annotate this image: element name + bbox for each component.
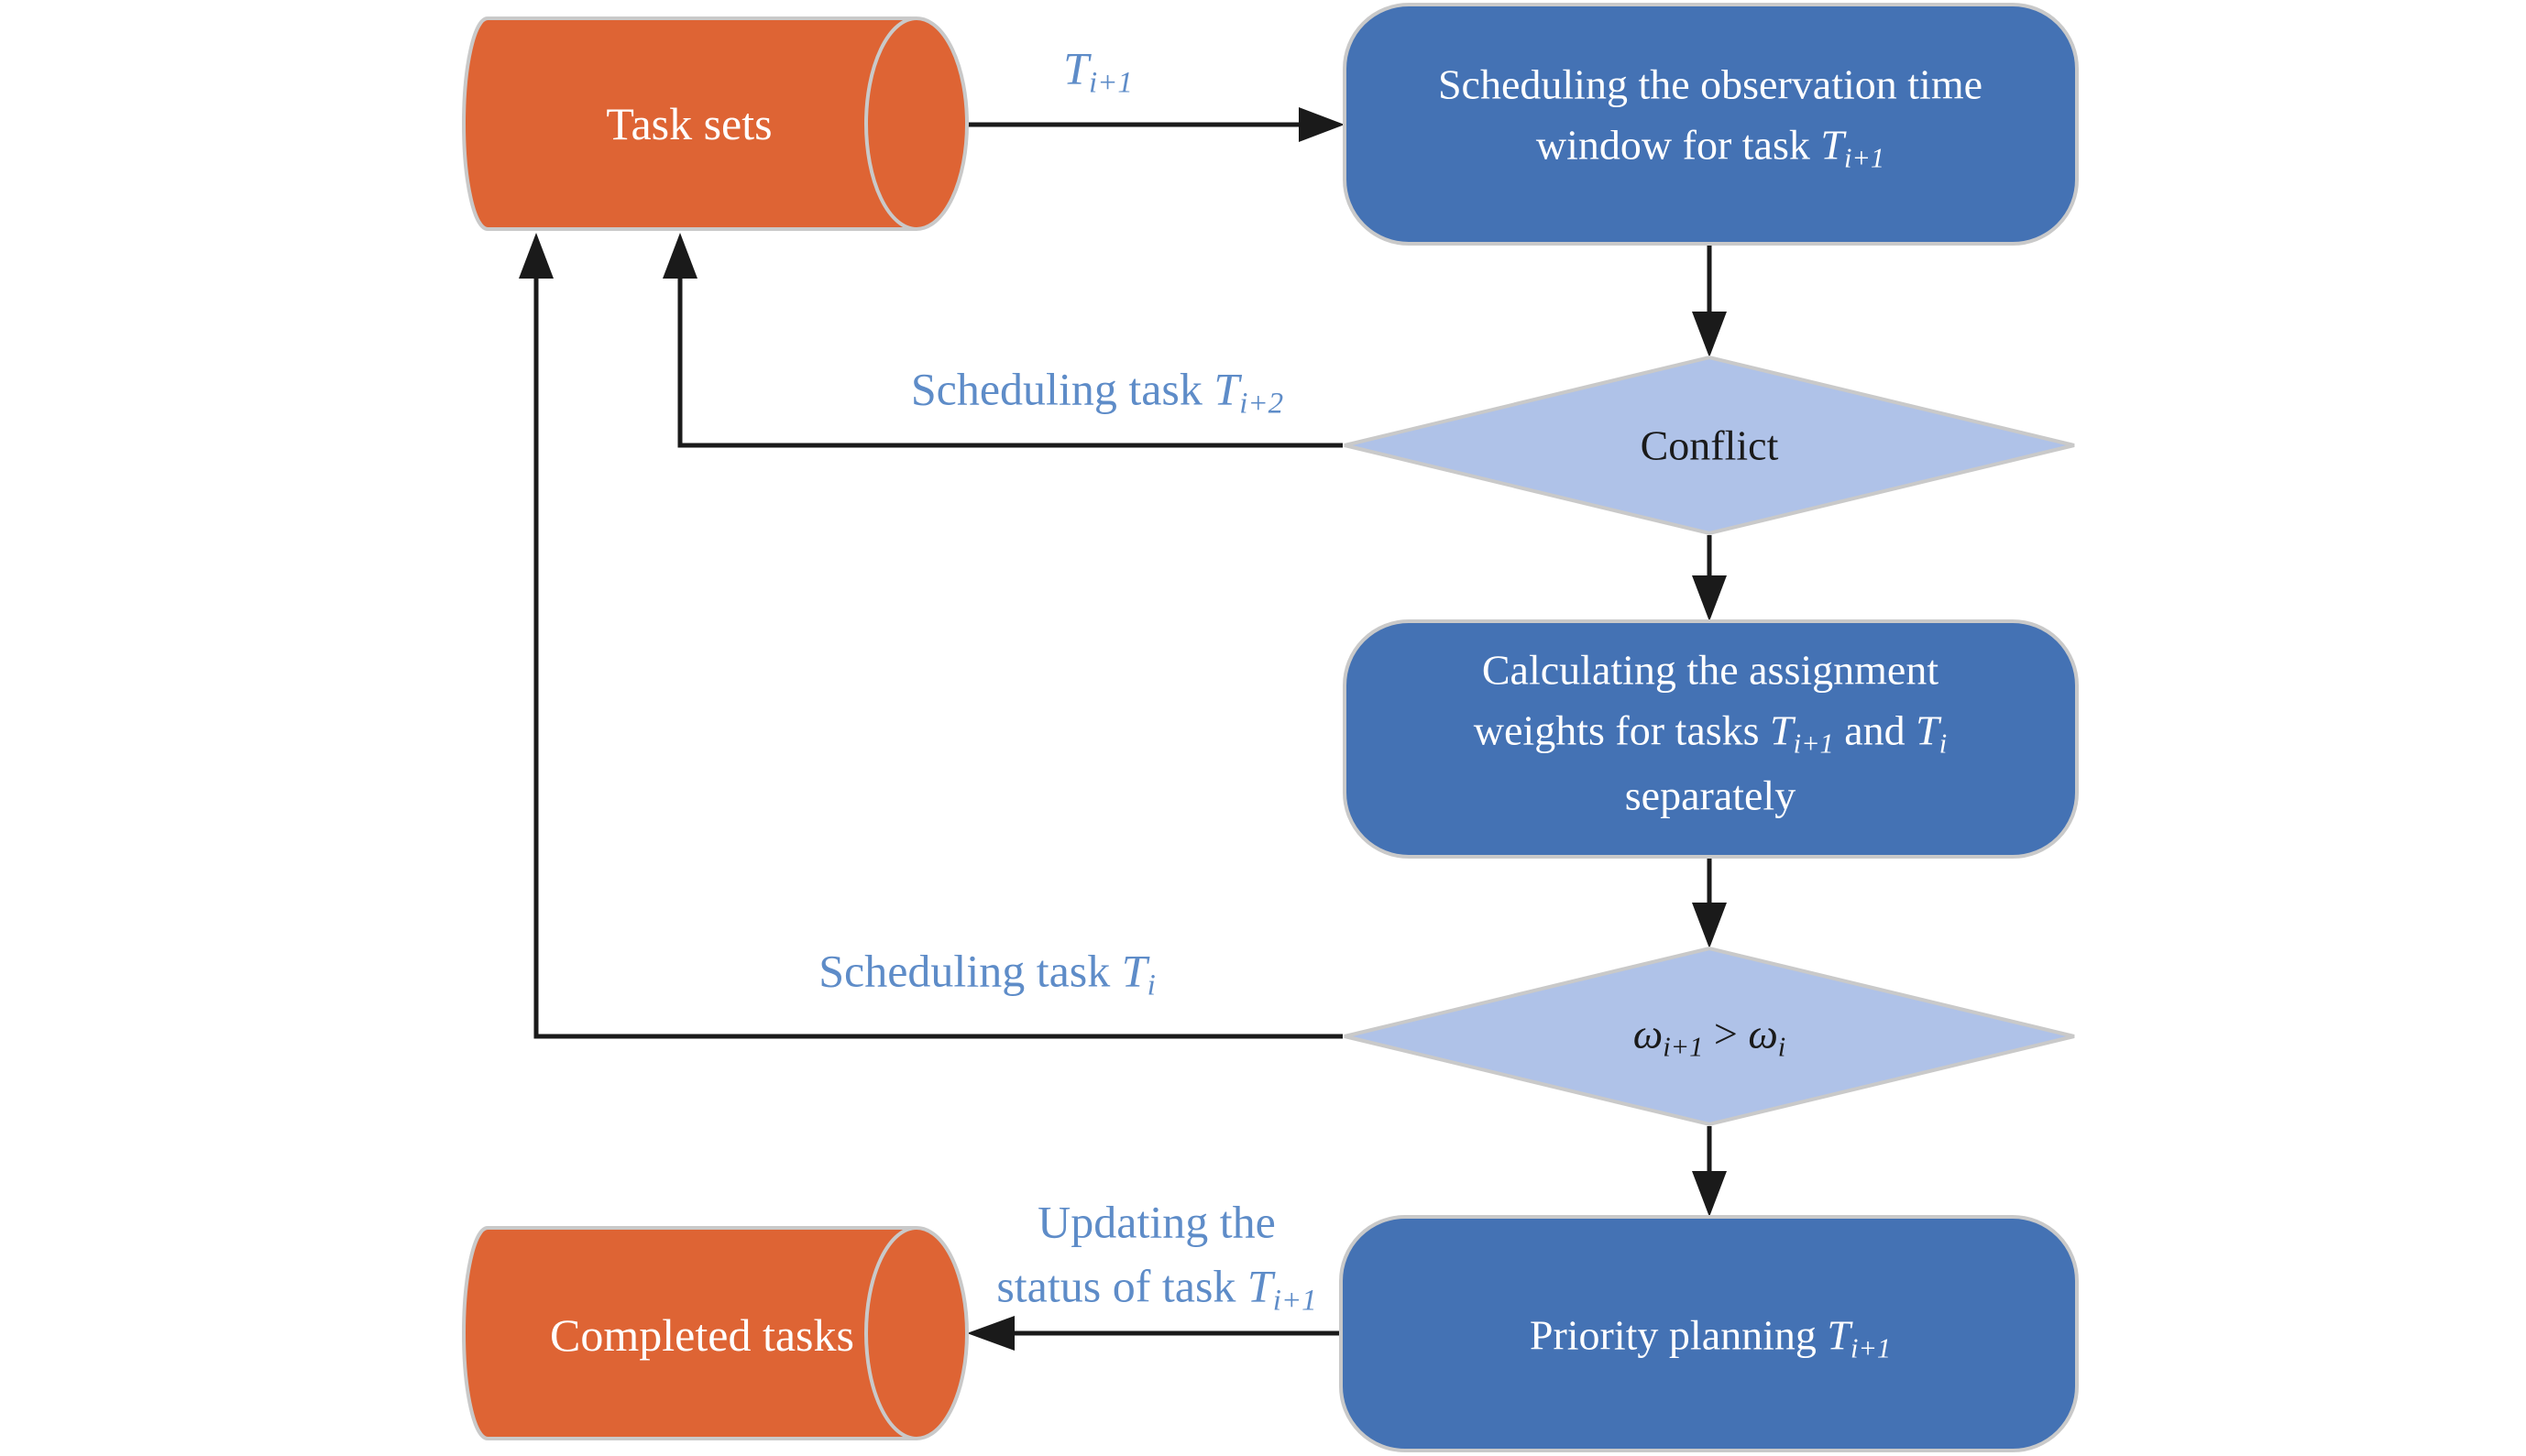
arrow-schedule-to-conflict	[1692, 246, 1727, 357]
decision-weight-compare	[1344, 946, 2075, 1127]
cylinder-completed-tasks-cap	[864, 1226, 917, 1440]
arrow-compare-to-priority	[1692, 1126, 1727, 1217]
task-sets-label: Task sets	[606, 98, 773, 149]
cylinder-task-sets	[462, 16, 969, 231]
process-schedule-window	[1343, 3, 2079, 246]
edge-label-updating-status: Updating the status of task Ti+1	[996, 1196, 1317, 1318]
edge-label-t-i1: Ti+1	[1063, 42, 1133, 100]
decision-conflict	[1344, 355, 2075, 536]
process-calc-weights	[1343, 619, 2079, 859]
edge-label-scheduling-task-i: Scheduling task Ti	[818, 945, 1156, 1002]
arrow-calc-to-compare	[1692, 859, 1727, 948]
arrow-tasksets-to-schedule	[944, 107, 1345, 142]
arrow-priority-to-completed	[967, 1316, 1339, 1351]
process-priority-planning	[1339, 1215, 2079, 1452]
edge-label-scheduling-task-i2: Scheduling task Ti+2	[910, 363, 1284, 421]
decision-weight-compare-label: ωi+1 > ωi	[1632, 1010, 1786, 1063]
arrow-conflict-to-calc	[1692, 535, 1727, 621]
arrow-conflict-return-to-tasksets	[663, 233, 1343, 448]
decision-conflict-label: Conflict	[1640, 421, 1779, 469]
cylinder-completed-tasks	[462, 1226, 969, 1440]
process-priority-planning-label: Priority planning Ti+1	[1529, 1311, 1892, 1364]
arrow-compare-return-to-tasksets	[519, 233, 1343, 1039]
process-schedule-window-label: Scheduling the observation time window f…	[1437, 60, 1983, 174]
cylinder-task-sets-cap	[864, 16, 917, 231]
process-calc-weights-label: Calculating the assignment weights for t…	[1473, 646, 1948, 819]
completed-tasks-label: Completed tasks	[550, 1309, 854, 1361]
